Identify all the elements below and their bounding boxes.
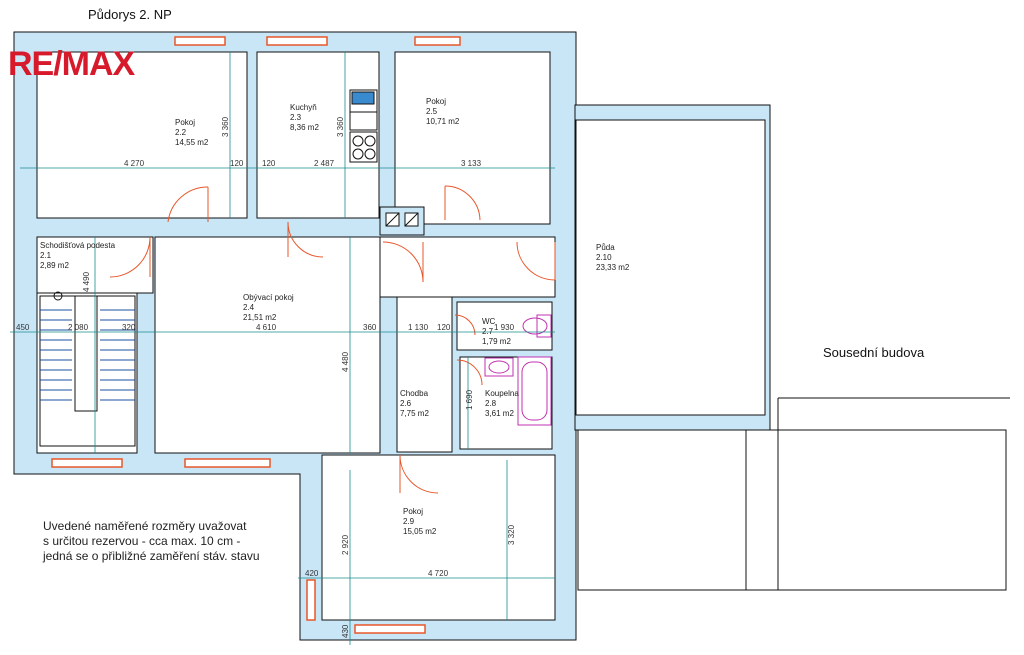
room-label-schod: Schodišťová podesta 2.1 2,89 m2 — [40, 241, 116, 270]
room-label-koupelna: Koupelna 2.8 3,61 m2 — [485, 389, 519, 418]
room-puda — [575, 119, 766, 416]
dimension-texts: 4 270 120 120 2 487 3 133 3 360 3 360 4 … — [16, 116, 516, 638]
dim-120b: 120 — [262, 159, 276, 168]
room-name: Chodba — [400, 389, 429, 398]
room-name: Pokoj — [403, 507, 423, 516]
dim-1130: 1 130 — [408, 323, 429, 332]
plan-title: Půdorys 2. NP — [88, 7, 172, 22]
room-number: 2.6 — [400, 399, 412, 408]
room-number: 2.8 — [485, 399, 497, 408]
room-name: Obývací pokoj — [243, 293, 294, 302]
neighbor-building — [577, 397, 1010, 591]
room-area: 2,89 m2 — [40, 261, 69, 270]
room-area: 7,75 m2 — [400, 409, 429, 418]
dim-320: 320 — [122, 323, 136, 332]
room-area: 1,79 m2 — [482, 337, 511, 346]
dim-1690: 1 690 — [465, 389, 474, 410]
dimension-lines — [10, 52, 555, 645]
room-label-obyv: Obývací pokoj 2.4 21,51 m2 — [243, 293, 294, 322]
dim-4270: 4 270 — [124, 159, 145, 168]
room-area: 14,55 m2 — [175, 138, 209, 147]
chimney — [379, 206, 425, 236]
dim-1930: 1 930 — [494, 323, 515, 332]
room-number: 2.4 — [243, 303, 255, 312]
room-number: 2.1 — [40, 251, 52, 260]
dim-2080: 2 080 — [68, 323, 89, 332]
dim-120c: 120 — [437, 323, 451, 332]
dim-4720: 4 720 — [428, 569, 449, 578]
room-number: 2.3 — [290, 113, 302, 122]
rooms-fill — [36, 51, 556, 621]
sanitary-fixtures — [484, 314, 552, 426]
remax-logo: RE/MAX — [8, 45, 136, 83]
dim-4480: 4 480 — [341, 351, 350, 372]
staircase — [39, 291, 136, 447]
doors — [109, 185, 556, 494]
neighbor-building-label: Sousední budova — [823, 345, 925, 360]
note-line-3: jedná se o přibližné zaměření stáv. stav… — [42, 549, 260, 563]
dim-3360a: 3 360 — [221, 116, 230, 137]
room-name: Pokoj — [175, 118, 195, 127]
dim-3360b: 3 360 — [336, 116, 345, 137]
dim-4490: 4 490 — [82, 271, 91, 292]
dim-450: 450 — [16, 323, 30, 332]
dim-4610: 4 610 — [256, 323, 277, 332]
dim-120a: 120 — [230, 159, 244, 168]
room-number: 2.5 — [426, 107, 438, 116]
room-label-puda: Půda 2.10 23,33 m2 — [596, 243, 630, 272]
room-area: 8,36 m2 — [290, 123, 319, 132]
dim-360: 360 — [363, 323, 377, 332]
room-name: WC — [482, 317, 496, 326]
room-label-wc: WC 2.7 1,79 m2 — [482, 317, 511, 346]
kitchen-appliances — [349, 89, 378, 163]
dim-430: 430 — [341, 624, 350, 638]
room-area: 21,51 m2 — [243, 313, 277, 322]
room-label-kuchyn: Kuchyň 2.3 8,36 m2 — [290, 103, 319, 132]
room-area: 23,33 m2 — [596, 263, 630, 272]
room-number: 2.2 — [175, 128, 187, 137]
room-name: Půda — [596, 243, 615, 252]
room-name: Schodišťová podesta — [40, 241, 116, 250]
room-number: 2.9 — [403, 517, 415, 526]
note-line-2: s určitou rezervou - cca max. 10 cm - — [43, 534, 240, 548]
room-number: 2.10 — [596, 253, 612, 262]
dim-3133: 3 133 — [461, 159, 482, 168]
dim-2920: 2 920 — [341, 534, 350, 555]
measurement-note: Uvedené naměřené rozměry uvažovat s urči… — [42, 519, 260, 563]
room-area: 15,05 m2 — [403, 527, 437, 536]
room-number: 2.7 — [482, 327, 494, 336]
note-line-1: Uvedené naměřené rozměry uvažovat — [43, 519, 247, 533]
room-label-pokoj22: Pokoj 2.2 14,55 m2 — [175, 118, 209, 147]
room-label-pokoj25: Pokoj 2.5 10,71 m2 — [426, 97, 460, 126]
room-area: 10,71 m2 — [426, 117, 460, 126]
room-name: Koupelna — [485, 389, 519, 398]
dim-2487: 2 487 — [314, 159, 335, 168]
room-name: Kuchyň — [290, 103, 317, 112]
room-name: Pokoj — [426, 97, 446, 106]
windows — [51, 36, 461, 634]
dim-420: 420 — [305, 569, 319, 578]
dim-3320: 3 320 — [507, 524, 516, 545]
room-area: 3,61 m2 — [485, 409, 514, 418]
room-label-chodba: Chodba 2.6 7,75 m2 — [400, 389, 429, 418]
room-label-pokoj29: Pokoj 2.9 15,05 m2 — [403, 507, 437, 536]
